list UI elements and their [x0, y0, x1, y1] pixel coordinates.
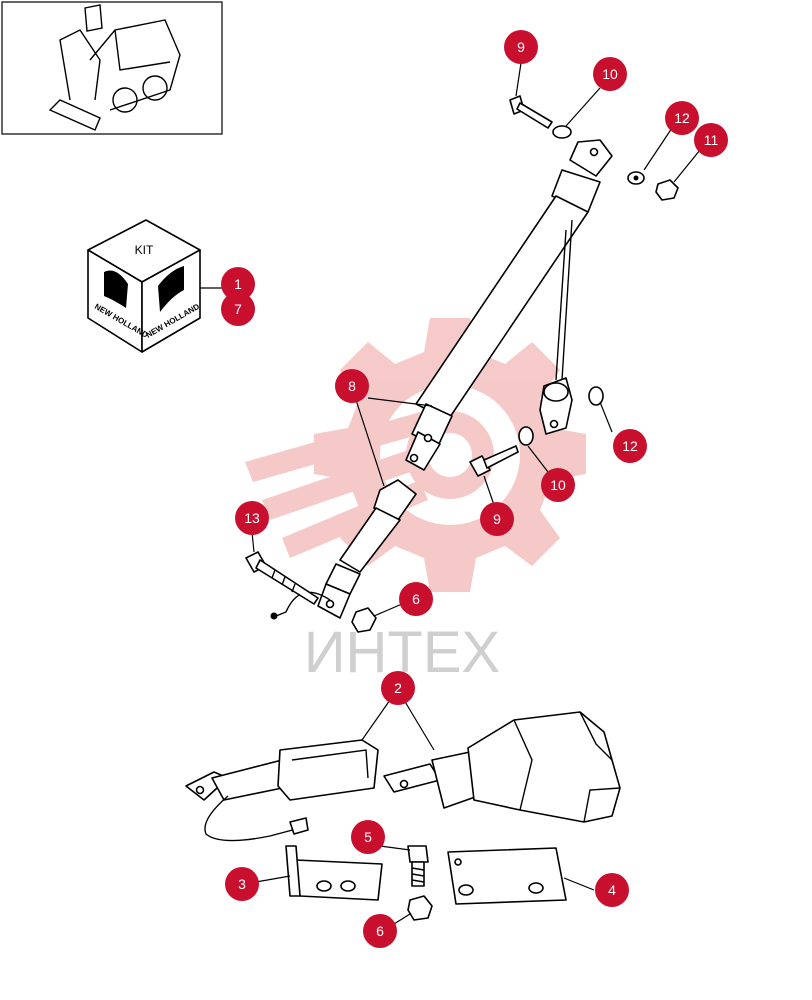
- bolt-13: [245, 551, 319, 605]
- upper-bolt: [509, 95, 553, 129]
- callout-3: 3: [225, 867, 259, 901]
- svg-text:6: 6: [412, 591, 420, 607]
- seat-belt-retractor: [383, 711, 621, 823]
- svg-text:3: 3: [238, 876, 246, 892]
- upper-washer: [552, 125, 572, 139]
- callout-5: 5: [351, 820, 385, 854]
- callout-11: 11: [694, 123, 728, 157]
- svg-text:6: 6: [376, 923, 384, 939]
- svg-text:11: 11: [704, 132, 719, 148]
- seat-belt-buckle: [185, 739, 379, 842]
- callout-12-top: 12: [665, 101, 699, 135]
- svg-text:8: 8: [348, 378, 356, 394]
- callout-4: 4: [595, 873, 629, 907]
- kit-label: KIT: [135, 243, 154, 257]
- callout-6-lower: 6: [363, 914, 397, 948]
- callout-13: 13: [235, 501, 269, 535]
- callout-9-top: 9: [504, 30, 538, 64]
- svg-text:10: 10: [602, 66, 618, 82]
- svg-text:7: 7: [234, 301, 242, 317]
- callout-10-top: 10: [593, 57, 627, 91]
- upper-strap: [405, 139, 613, 471]
- machine-thumbnail: [1, 1, 223, 135]
- bolt-5: [407, 845, 429, 887]
- washer-12-lower: [588, 386, 604, 406]
- plate-4: [447, 847, 567, 905]
- callout-6-upper: 6: [399, 582, 433, 616]
- nut-11: [655, 179, 679, 201]
- svg-text:10: 10: [550, 477, 566, 493]
- svg-text:1: 1: [234, 276, 242, 292]
- nut-6-upper: [351, 607, 377, 633]
- callout-1: 1: [221, 267, 255, 301]
- washer-10-lower: [518, 426, 534, 446]
- nut-6-lower: [407, 895, 433, 921]
- svg-text:9: 9: [517, 39, 525, 55]
- svg-text:9: 9: [493, 511, 501, 527]
- buckle-strap: [270, 479, 417, 620]
- leader-lines: [251, 62, 701, 925]
- svg-text:5: 5: [364, 829, 372, 845]
- bracket-3: [285, 845, 383, 901]
- callout-9-lower: 9: [480, 502, 514, 536]
- svg-text:4: 4: [608, 882, 616, 898]
- lower-anchor: [539, 377, 573, 435]
- kit-box: KIT NEW HOLLAND NEW HOLLAND: [87, 219, 226, 353]
- svg-text:2: 2: [394, 680, 402, 696]
- lower-bolt: [469, 445, 519, 477]
- svg-text:13: 13: [244, 510, 260, 526]
- callout-8: 8: [335, 369, 369, 403]
- logo-right-icon: [158, 266, 184, 312]
- callout-2: 2: [381, 671, 415, 705]
- svg-text:12: 12: [622, 438, 638, 454]
- callout-12-lower: 12: [613, 429, 647, 463]
- callout-7: 7: [221, 292, 255, 326]
- logo-left-icon: [104, 270, 128, 308]
- svg-text:12: 12: [674, 110, 690, 126]
- skid-steer-icon: [48, 4, 181, 131]
- callout-10-lower: 10: [541, 468, 575, 502]
